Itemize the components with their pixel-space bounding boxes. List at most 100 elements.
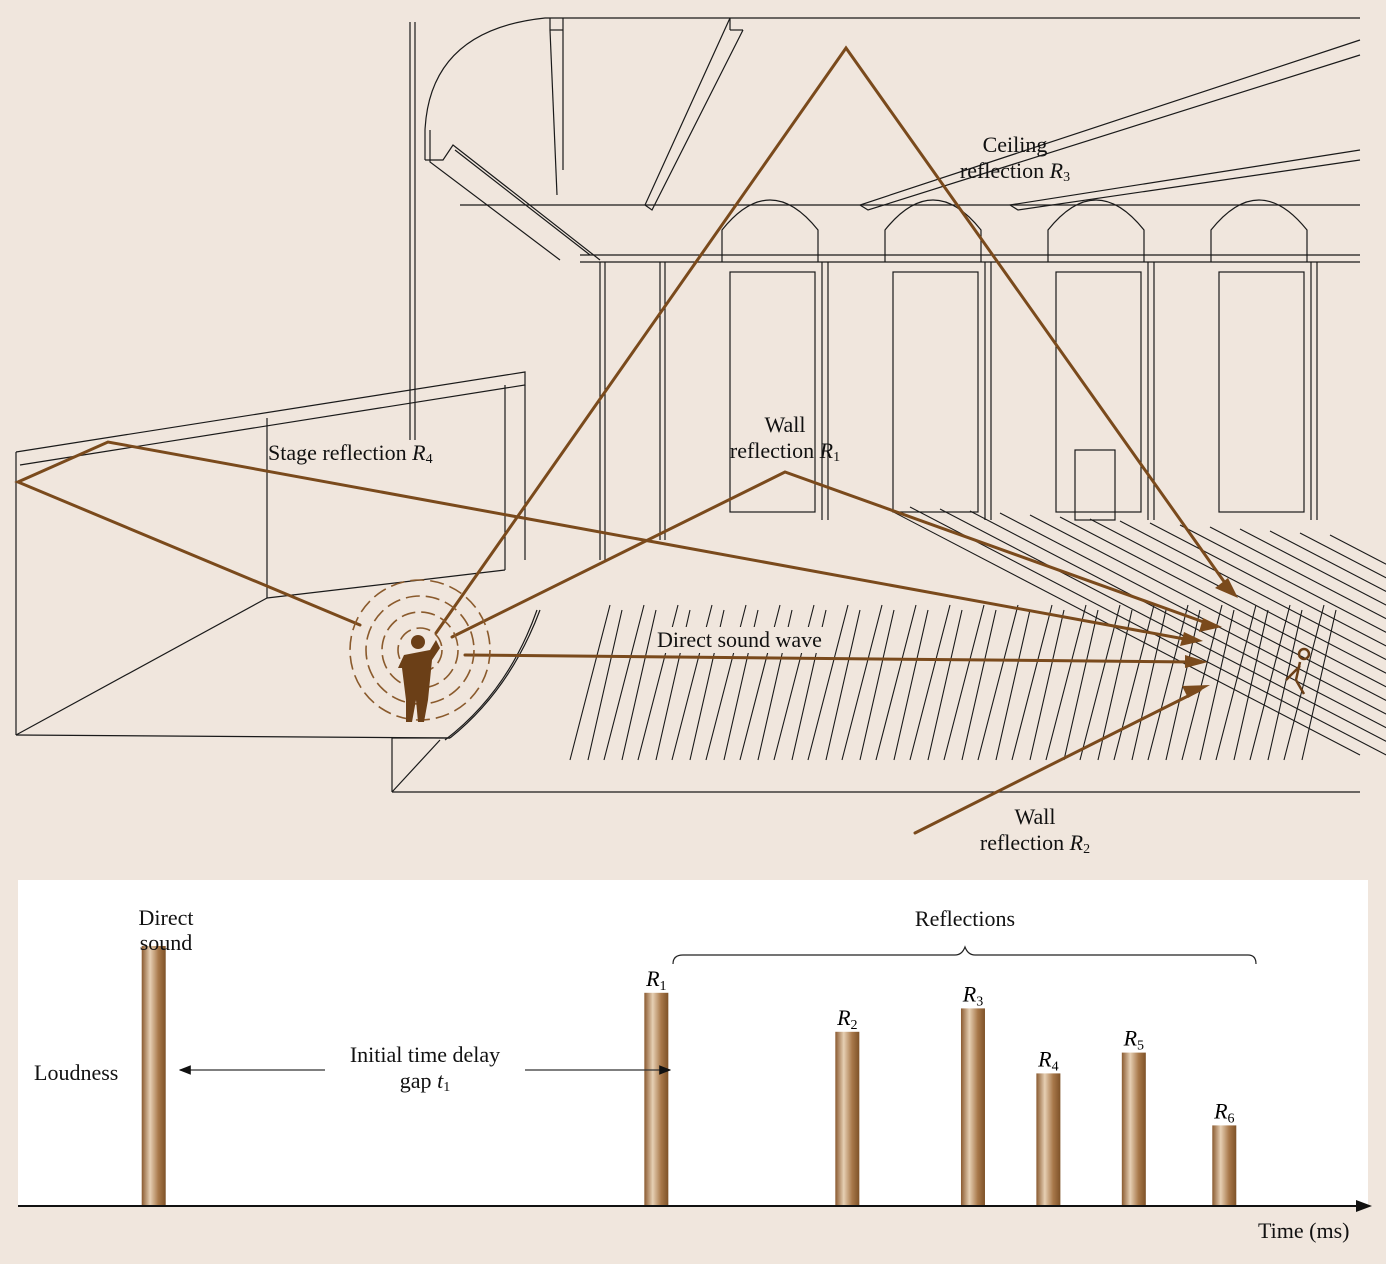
direct-sound-label: Direct sound (116, 905, 216, 955)
seat-row (1059, 516, 1386, 688)
label-var: R (1049, 158, 1064, 183)
y-axis-label: Loudness (34, 1060, 119, 1085)
label-var: R (819, 438, 834, 463)
label-line: reflection R1 (710, 438, 860, 471)
seat-row (909, 604, 963, 761)
bars (141, 946, 1237, 1206)
arrowhead-icon (1185, 655, 1208, 668)
bar-r5 (1121, 1052, 1146, 1206)
seat-row (943, 604, 997, 761)
stage-reflection-ray (14, 440, 1192, 642)
bar-r1 (644, 992, 669, 1206)
label-line: Ceiling (982, 132, 1048, 157)
bar-label: R6 (1213, 1098, 1234, 1126)
seat-row (807, 604, 861, 761)
seat-row (977, 604, 1031, 761)
seat-row (875, 604, 929, 761)
bar-r3 (960, 1008, 985, 1206)
bar-r2 (835, 1031, 860, 1206)
arrowhead-icon (1215, 578, 1238, 598)
seat-row (1089, 518, 1386, 674)
seat-row (1239, 528, 1386, 606)
label-text: reflection (979, 830, 1065, 855)
arrowhead-icon (1199, 618, 1222, 632)
seat-row (939, 508, 1386, 742)
seat-row (969, 510, 1386, 729)
bar-label: R2 (836, 1005, 857, 1033)
x-axis-label: Time (ms) (1258, 1218, 1350, 1243)
listener-figure (1285, 647, 1311, 695)
wall-reflection-r2-label: Wall reflection R2 (960, 804, 1110, 863)
label-line: Wall (1014, 804, 1056, 829)
bar-label: R3 (962, 981, 983, 1009)
bar-direct-sound (141, 946, 166, 1206)
label-var: R (412, 440, 426, 465)
seat-row (1249, 604, 1303, 761)
seat-row (1215, 604, 1269, 761)
label-line: reflection R2 (960, 830, 1110, 863)
x-axis-arrow-icon (1356, 1200, 1372, 1212)
stage-reflection-label: Stage reflection R4 (268, 440, 433, 473)
seat-row (1119, 520, 1386, 661)
bar-label: R4 (1037, 1046, 1058, 1074)
seat-row (603, 604, 657, 761)
label-var: R (1069, 830, 1084, 855)
reflections-brace (672, 945, 1257, 965)
label-sub: 2 (1083, 842, 1091, 857)
label-line: Direct (138, 905, 194, 930)
label-line: Wall (764, 412, 806, 437)
seat-row (1283, 604, 1337, 761)
wall-reflection-r1-label: Wall reflection R1 (710, 412, 860, 471)
seat-row (1269, 530, 1386, 593)
seat-row (1029, 514, 1386, 702)
wall-reflection-r1-ray (450, 470, 1214, 639)
label-text: Stage reflection (268, 440, 407, 465)
ceiling-reflection-label: Ceiling reflection R3 (930, 132, 1100, 191)
direct-sound-ray (463, 653, 1197, 664)
label-line: sound (139, 930, 193, 955)
reflections-label: Reflections (914, 906, 1016, 931)
violinist-figure (398, 635, 440, 722)
label-text: reflection (729, 438, 815, 463)
hall-architecture (15, 17, 1361, 793)
seat-row (1011, 604, 1065, 761)
label-text: gap (399, 1068, 432, 1093)
label-text: reflection (959, 158, 1045, 183)
seat-row (1045, 604, 1099, 761)
seat-row (1079, 604, 1133, 761)
concert-hall-illustration (14, 17, 1386, 835)
label-sub: 1 (443, 1080, 451, 1095)
seat-row (841, 604, 895, 761)
label-text: Direct sound wave (657, 627, 822, 652)
bar-r4 (1036, 1073, 1061, 1206)
seat-row (1299, 532, 1386, 579)
label-var: t (437, 1068, 444, 1093)
bar-r6 (1212, 1125, 1237, 1206)
bar-label: R1 (645, 966, 666, 994)
seat-row (1149, 522, 1386, 647)
label-line: reflection R3 (930, 158, 1100, 191)
gap-label: Initial time delay gap t1 (330, 1042, 520, 1101)
arrowheads (1180, 578, 1238, 698)
wall-reflection-r2-ray (913, 688, 1202, 835)
seat-row (1147, 604, 1201, 761)
label-sub: 4 (425, 452, 433, 467)
seat-row (879, 504, 1361, 756)
seat-row (999, 512, 1386, 715)
arrowhead-icon (1180, 632, 1203, 646)
sound-rays (14, 45, 1232, 835)
seat-row (569, 604, 623, 761)
direct-sound-wave-label: Direct sound wave (655, 627, 824, 653)
ceiling-reflection-ray (434, 45, 1232, 635)
seat-row (1181, 604, 1235, 761)
label-sub: 3 (1063, 170, 1071, 185)
seat-row (1329, 534, 1386, 565)
bar-label: R5 (1123, 1026, 1144, 1054)
arrowhead-icon (1182, 685, 1210, 698)
label-line: gap t1 (330, 1068, 520, 1101)
seat-row (1209, 526, 1386, 620)
label-line: Initial time delay (349, 1042, 501, 1067)
seat-row (1179, 524, 1386, 633)
